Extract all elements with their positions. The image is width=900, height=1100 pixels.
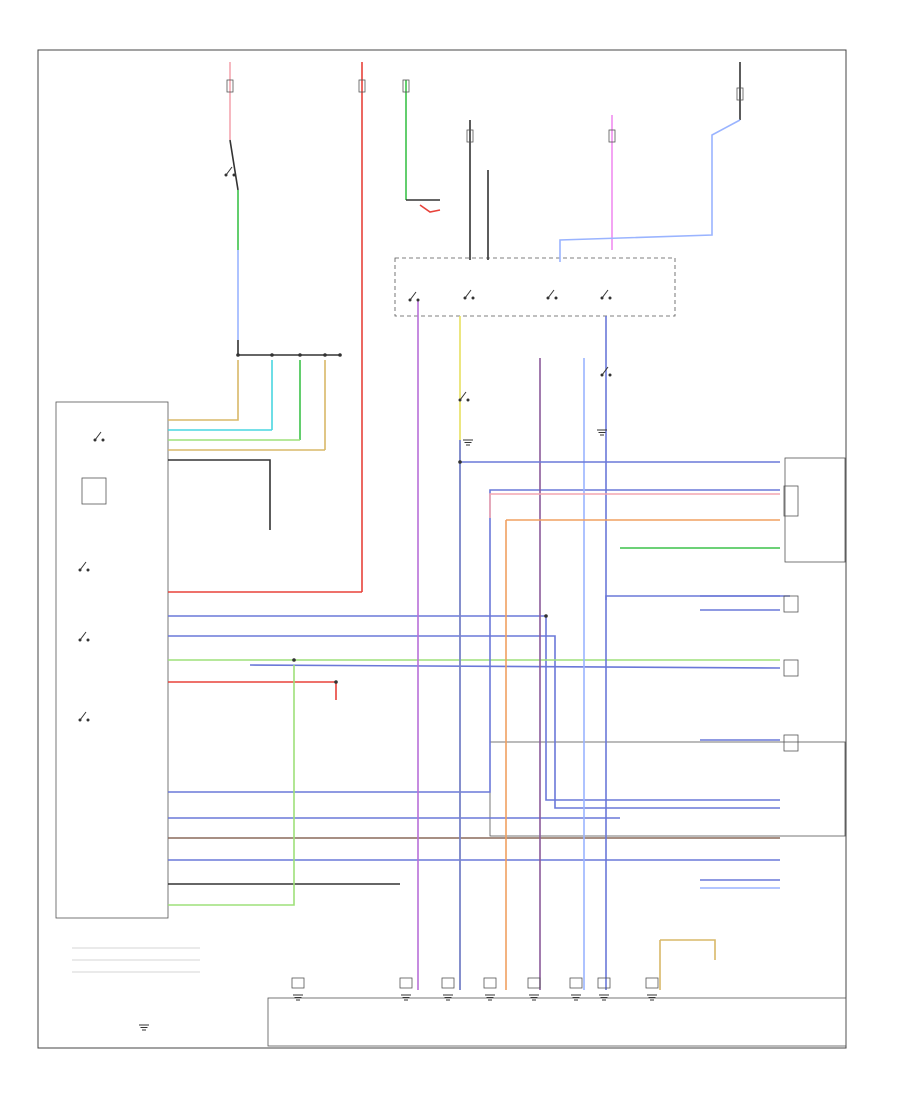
ctrl-switch-4 bbox=[78, 711, 90, 722]
ctrl-lamp bbox=[81, 477, 107, 505]
ctrl-switch-3 bbox=[78, 631, 90, 642]
components bbox=[78, 79, 799, 1031]
wire-red-682 bbox=[168, 681, 337, 700]
ground-5 bbox=[529, 994, 539, 1001]
ctrl-switch-1 bbox=[93, 431, 105, 442]
splice-1 bbox=[236, 353, 240, 357]
fuse-2 bbox=[358, 79, 366, 93]
ground-legend bbox=[139, 1024, 149, 1031]
wire-blue-616 bbox=[168, 615, 780, 801]
wire-ignition-switch bbox=[229, 139, 239, 191]
relay-switch-4 bbox=[600, 289, 612, 300]
fuse-1 bbox=[226, 79, 234, 93]
fuse-3 bbox=[402, 79, 410, 93]
bottom-connector-1 bbox=[291, 977, 305, 989]
fuse-4 bbox=[736, 87, 744, 101]
ground-mid-2 bbox=[597, 429, 607, 436]
wire-black-module bbox=[168, 459, 271, 530]
wire-tan-bottom bbox=[660, 939, 716, 960]
connector-right-3 bbox=[783, 734, 799, 752]
right-module-box bbox=[784, 457, 846, 563]
wire-blue-636 bbox=[168, 635, 780, 809]
connector-right-4 bbox=[783, 485, 799, 517]
sensor-switch-1 bbox=[458, 391, 470, 402]
bottom-connector-8 bbox=[645, 977, 659, 989]
splice-3 bbox=[298, 353, 302, 357]
splice-7 bbox=[544, 614, 548, 618]
bottom-legend-box bbox=[267, 997, 847, 1047]
ground-7 bbox=[599, 994, 609, 1001]
wires bbox=[72, 62, 790, 990]
bottom-connector-6 bbox=[569, 977, 583, 989]
oil-switch bbox=[600, 366, 612, 377]
connector-right-2 bbox=[783, 659, 799, 677]
ground-4 bbox=[485, 994, 495, 1001]
splice-2 bbox=[270, 353, 274, 357]
ground-mid-1 bbox=[463, 439, 473, 446]
ground-3 bbox=[443, 994, 453, 1001]
wire-lightgreen-905 bbox=[168, 665, 295, 906]
wire-blue-792 bbox=[168, 489, 780, 793]
wire-lightblue-relay bbox=[559, 119, 741, 262]
relay-switch-2 bbox=[463, 289, 475, 300]
ctrl-switch-2 bbox=[78, 561, 90, 572]
ground-6 bbox=[571, 994, 581, 1001]
fuse-6 bbox=[608, 129, 616, 143]
fuse-relay-box bbox=[394, 257, 676, 317]
bottom-connector-2 bbox=[399, 977, 413, 989]
splice-5 bbox=[338, 353, 342, 357]
ignition-switch bbox=[224, 166, 236, 177]
bottom-connector-5 bbox=[527, 977, 541, 989]
relay-switch-1 bbox=[408, 291, 420, 302]
splice-4 bbox=[323, 353, 327, 357]
wire-black-harness bbox=[237, 340, 340, 356]
fuse-5 bbox=[466, 129, 474, 143]
wire-red-relay-link bbox=[419, 204, 441, 213]
splice-6 bbox=[458, 460, 462, 464]
wire-pink-494 bbox=[489, 493, 780, 518]
bottom-connector-7 bbox=[597, 977, 611, 989]
relay-switch-3 bbox=[546, 289, 558, 300]
controller-box bbox=[55, 401, 169, 919]
diagram-border bbox=[37, 49, 847, 1049]
splice-8 bbox=[292, 658, 296, 662]
bottom-connector-3 bbox=[441, 977, 455, 989]
ground-1 bbox=[293, 994, 303, 1001]
connector-right-1 bbox=[783, 595, 799, 613]
splice-9 bbox=[334, 680, 338, 684]
wire-blue-665 bbox=[249, 664, 781, 669]
ground-8 bbox=[647, 994, 657, 1001]
ground-2 bbox=[401, 994, 411, 1001]
bottom-connector-4 bbox=[483, 977, 497, 989]
wire-tan-to-controller bbox=[168, 360, 239, 421]
lower-right-box bbox=[489, 741, 846, 837]
